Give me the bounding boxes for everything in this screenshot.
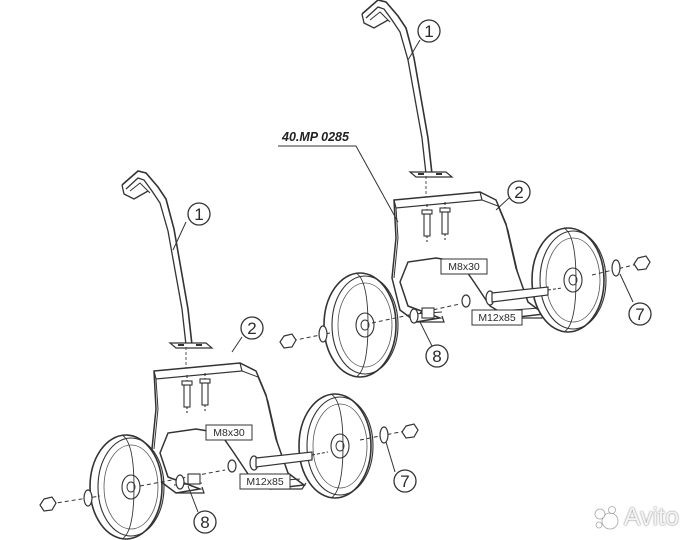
callout-2-back: 2 (507, 180, 531, 204)
svg-text:2: 2 (514, 183, 523, 202)
callout-8-front: 8 (193, 510, 217, 534)
part-number-label: 40.MP 0285 (281, 130, 350, 144)
avito-logo-icon (594, 505, 619, 529)
svg-text:7: 7 (400, 472, 409, 491)
bolt-labels: M8x30 M12x85 M8x30 M12x85 (205, 258, 523, 490)
svg-text:7: 7 (635, 305, 644, 324)
svg-text:M8x30: M8x30 (448, 261, 480, 273)
svg-text:1: 1 (424, 22, 433, 41)
svg-text:1: 1 (194, 205, 203, 224)
callout-1-front: 1 (187, 202, 211, 226)
leader-lines (172, 39, 634, 513)
svg-text:2: 2 (247, 319, 256, 338)
svg-text:M12x85: M12x85 (478, 312, 516, 324)
bolt-label-m8-back: M8x30 (440, 258, 488, 275)
avito-watermark: Avito (594, 503, 679, 532)
svg-text:M12x85: M12x85 (246, 476, 284, 488)
svg-text:8: 8 (432, 347, 441, 366)
svg-text:M8x30: M8x30 (213, 427, 245, 439)
svg-text:8: 8 (200, 513, 209, 532)
callout-7-back: 7 (628, 302, 652, 326)
callout-8-back: 8 (425, 344, 449, 368)
bolt-label-m12-back: M12x85 (471, 309, 523, 326)
callouts: 1 2 7 8 1 2 7 8 (187, 19, 652, 534)
callout-2-front: 2 (240, 316, 264, 340)
assembly-front (39, 170, 419, 540)
bolt-label-m8-front: M8x30 (205, 424, 253, 441)
callout-7-front: 7 (393, 469, 417, 493)
bolt-label-m12-front: M12x85 (239, 473, 291, 490)
callout-1-back: 1 (417, 19, 441, 43)
assembly-back (279, 0, 651, 378)
watermark-text: Avito (623, 503, 679, 531)
